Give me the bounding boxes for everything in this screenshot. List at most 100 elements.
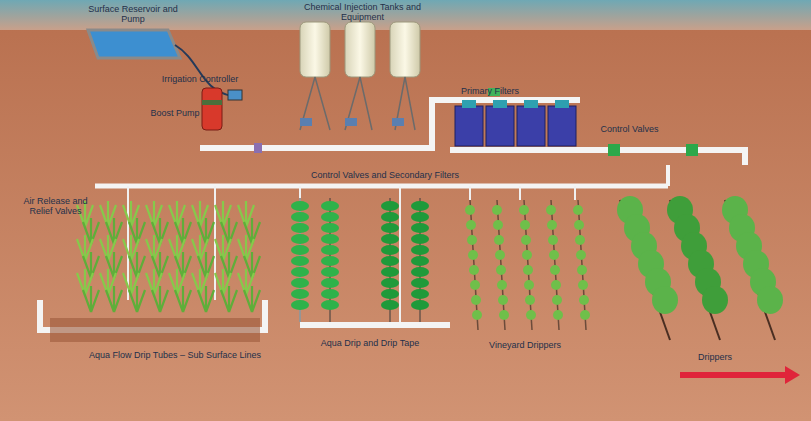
vegetable-plant xyxy=(411,278,429,288)
boost-pump-band xyxy=(202,100,222,105)
valve xyxy=(254,143,262,153)
vegetable-plant xyxy=(291,223,309,233)
vine-leaf xyxy=(578,280,588,290)
vegetable-plant xyxy=(381,300,399,310)
lateral-pipe xyxy=(469,186,471,200)
corn-plant xyxy=(244,286,260,312)
riser-pipe xyxy=(666,165,670,186)
vegetable-plant xyxy=(291,234,309,244)
vegetable-plant xyxy=(321,223,339,233)
primary-filters xyxy=(455,100,576,146)
vine-leaf xyxy=(492,205,502,215)
vegetable-plant xyxy=(291,300,309,310)
part-label: Irrigation Controller xyxy=(160,74,240,84)
vegetable-plant xyxy=(381,256,399,266)
vegetable-plant xyxy=(321,212,339,222)
vegetable-plant xyxy=(411,267,429,277)
corn-plant xyxy=(129,286,145,312)
part-label: Air Release and Relief Valves xyxy=(18,196,93,217)
vegetable-plant xyxy=(321,267,339,277)
vine-leaf xyxy=(498,295,508,305)
vine-leaf xyxy=(576,250,586,260)
boost-pump xyxy=(202,88,222,130)
lateral-pipe xyxy=(399,186,401,322)
vine-leaf xyxy=(494,235,504,245)
vegetable-plant xyxy=(411,289,429,299)
vegetable-plant xyxy=(381,234,399,244)
vine-leaf xyxy=(465,205,475,215)
vine-leaf xyxy=(493,220,503,230)
vine-leaf xyxy=(471,295,481,305)
tree-canopy xyxy=(757,286,783,314)
vegetable-plant xyxy=(291,256,309,266)
tree-canopy xyxy=(702,286,728,314)
vegetable-plant xyxy=(381,289,399,299)
vine-leaf xyxy=(547,220,557,230)
vine-leaf xyxy=(497,280,507,290)
corn-plant xyxy=(198,286,214,312)
vine-leaf xyxy=(499,310,509,320)
vine-leaf xyxy=(548,235,558,245)
vine-leaf xyxy=(472,310,482,320)
vegetable-plant xyxy=(381,278,399,288)
vine-leaf xyxy=(574,220,584,230)
vine-leaf xyxy=(546,205,556,215)
part-label: Control Valves and Secondary Filters xyxy=(285,170,485,180)
vine-leaf xyxy=(579,295,589,305)
vine-leaf xyxy=(577,265,587,275)
vegetable-plant xyxy=(291,245,309,255)
corn-plant xyxy=(221,286,237,312)
arrow-head xyxy=(785,366,800,384)
vegetable-plant xyxy=(381,223,399,233)
vegetable-plant xyxy=(411,256,429,266)
vegetable-plant xyxy=(291,289,309,299)
tree-canopy xyxy=(652,286,678,314)
vine-leaf xyxy=(575,235,585,245)
vine-leaf xyxy=(549,250,559,260)
reservoir xyxy=(88,30,180,58)
part-label: Drippers xyxy=(675,352,755,362)
vegetable-plant xyxy=(291,201,309,211)
vegetable-plant xyxy=(291,212,309,222)
control-valve xyxy=(686,144,698,156)
vegetable-plant xyxy=(411,245,429,255)
direction-arrow xyxy=(680,372,785,378)
vine-leaf xyxy=(519,205,529,215)
vegetable-plant xyxy=(321,234,339,244)
drip-tape-header xyxy=(300,322,450,328)
vegetable-plant xyxy=(321,278,339,288)
vine-leaf xyxy=(552,295,562,305)
vine-leaf xyxy=(466,220,476,230)
vegetable-plant xyxy=(291,267,309,277)
vegetable-plant xyxy=(321,201,339,211)
vine-leaf xyxy=(521,235,531,245)
chemical-tanks xyxy=(300,22,420,130)
header-pipe xyxy=(95,184,668,189)
part-label: Chemical Injection Tanks and Equipment xyxy=(295,2,430,23)
lateral-pipe xyxy=(519,186,521,200)
vine-leaf xyxy=(573,205,583,215)
vegetable-plant xyxy=(411,223,429,233)
vine-leaf xyxy=(580,310,590,320)
vine-leaf xyxy=(520,220,530,230)
vegetable-plant xyxy=(381,201,399,211)
corn-plant xyxy=(175,286,191,312)
vegetable-plant xyxy=(411,201,429,211)
drip-line xyxy=(620,200,670,340)
vegetable-plant xyxy=(321,300,339,310)
corn-plant xyxy=(152,286,168,312)
vegetable-plant xyxy=(321,289,339,299)
drip-line xyxy=(670,200,720,340)
vine-leaf xyxy=(470,280,480,290)
vine-leaf xyxy=(467,235,477,245)
part-label: Surface Reservoir and Pump xyxy=(78,4,188,25)
vegetable-plant xyxy=(411,212,429,222)
vine-leaf xyxy=(522,250,532,260)
vine-leaf xyxy=(551,280,561,290)
vine-leaf xyxy=(526,310,536,320)
corn-plant xyxy=(106,286,122,312)
vegetable-plant xyxy=(381,212,399,222)
vine-leaf xyxy=(525,295,535,305)
